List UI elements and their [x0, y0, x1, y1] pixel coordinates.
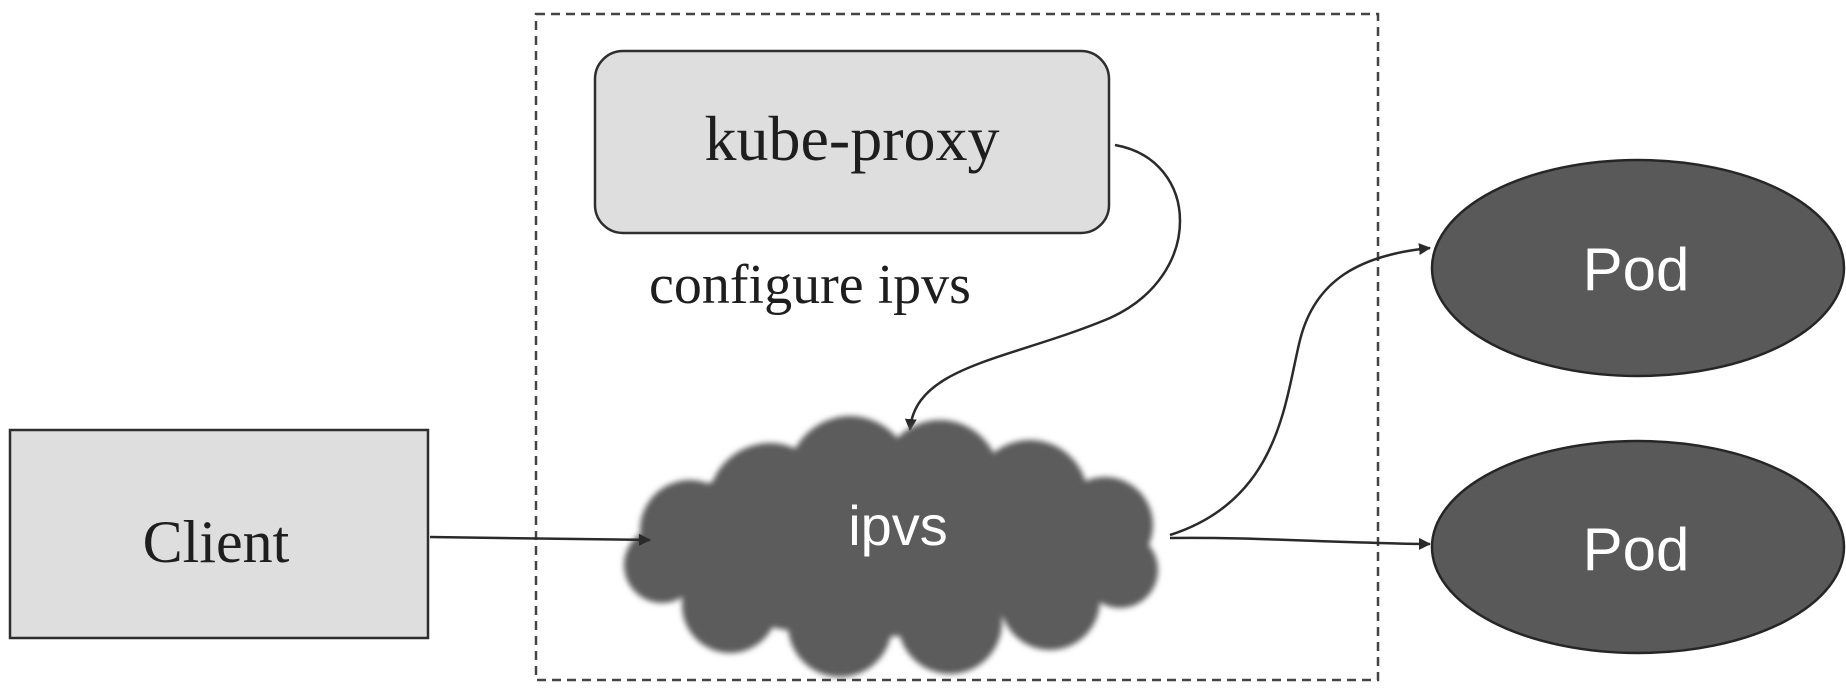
node-boundary [534, 12, 1380, 682]
ipvs-to-pod-bottom-arrow [1169, 536, 1431, 550]
ipvs-cloud: ipvs [624, 416, 1158, 677]
client-label: Client [143, 509, 290, 575]
pod-top-ellipse [1430, 158, 1846, 378]
pod-bottom-label: Pod [1583, 516, 1690, 583]
kube-proxy-node: kube-proxy [593, 49, 1111, 235]
configure-ipvs-label: configure ipvs [649, 254, 971, 316]
pod-top-node: Pod [1430, 158, 1846, 378]
ipvs-label: ipvs [848, 494, 948, 557]
pod-top-label: Pod [1583, 236, 1690, 303]
configure-arrow [904, 143, 1182, 431]
pod-bottom-node: Pod [1430, 439, 1846, 655]
ipvs-to-pod-top-arrow [1169, 243, 1431, 537]
kube-proxy-label: kube-proxy [704, 103, 999, 174]
client-to-ipvs-arrow [429, 533, 651, 546]
pod-bottom-ellipse [1430, 439, 1846, 655]
client-node: Client [8, 428, 430, 640]
client-box [8, 428, 430, 640]
kube-proxy-box [593, 49, 1111, 235]
